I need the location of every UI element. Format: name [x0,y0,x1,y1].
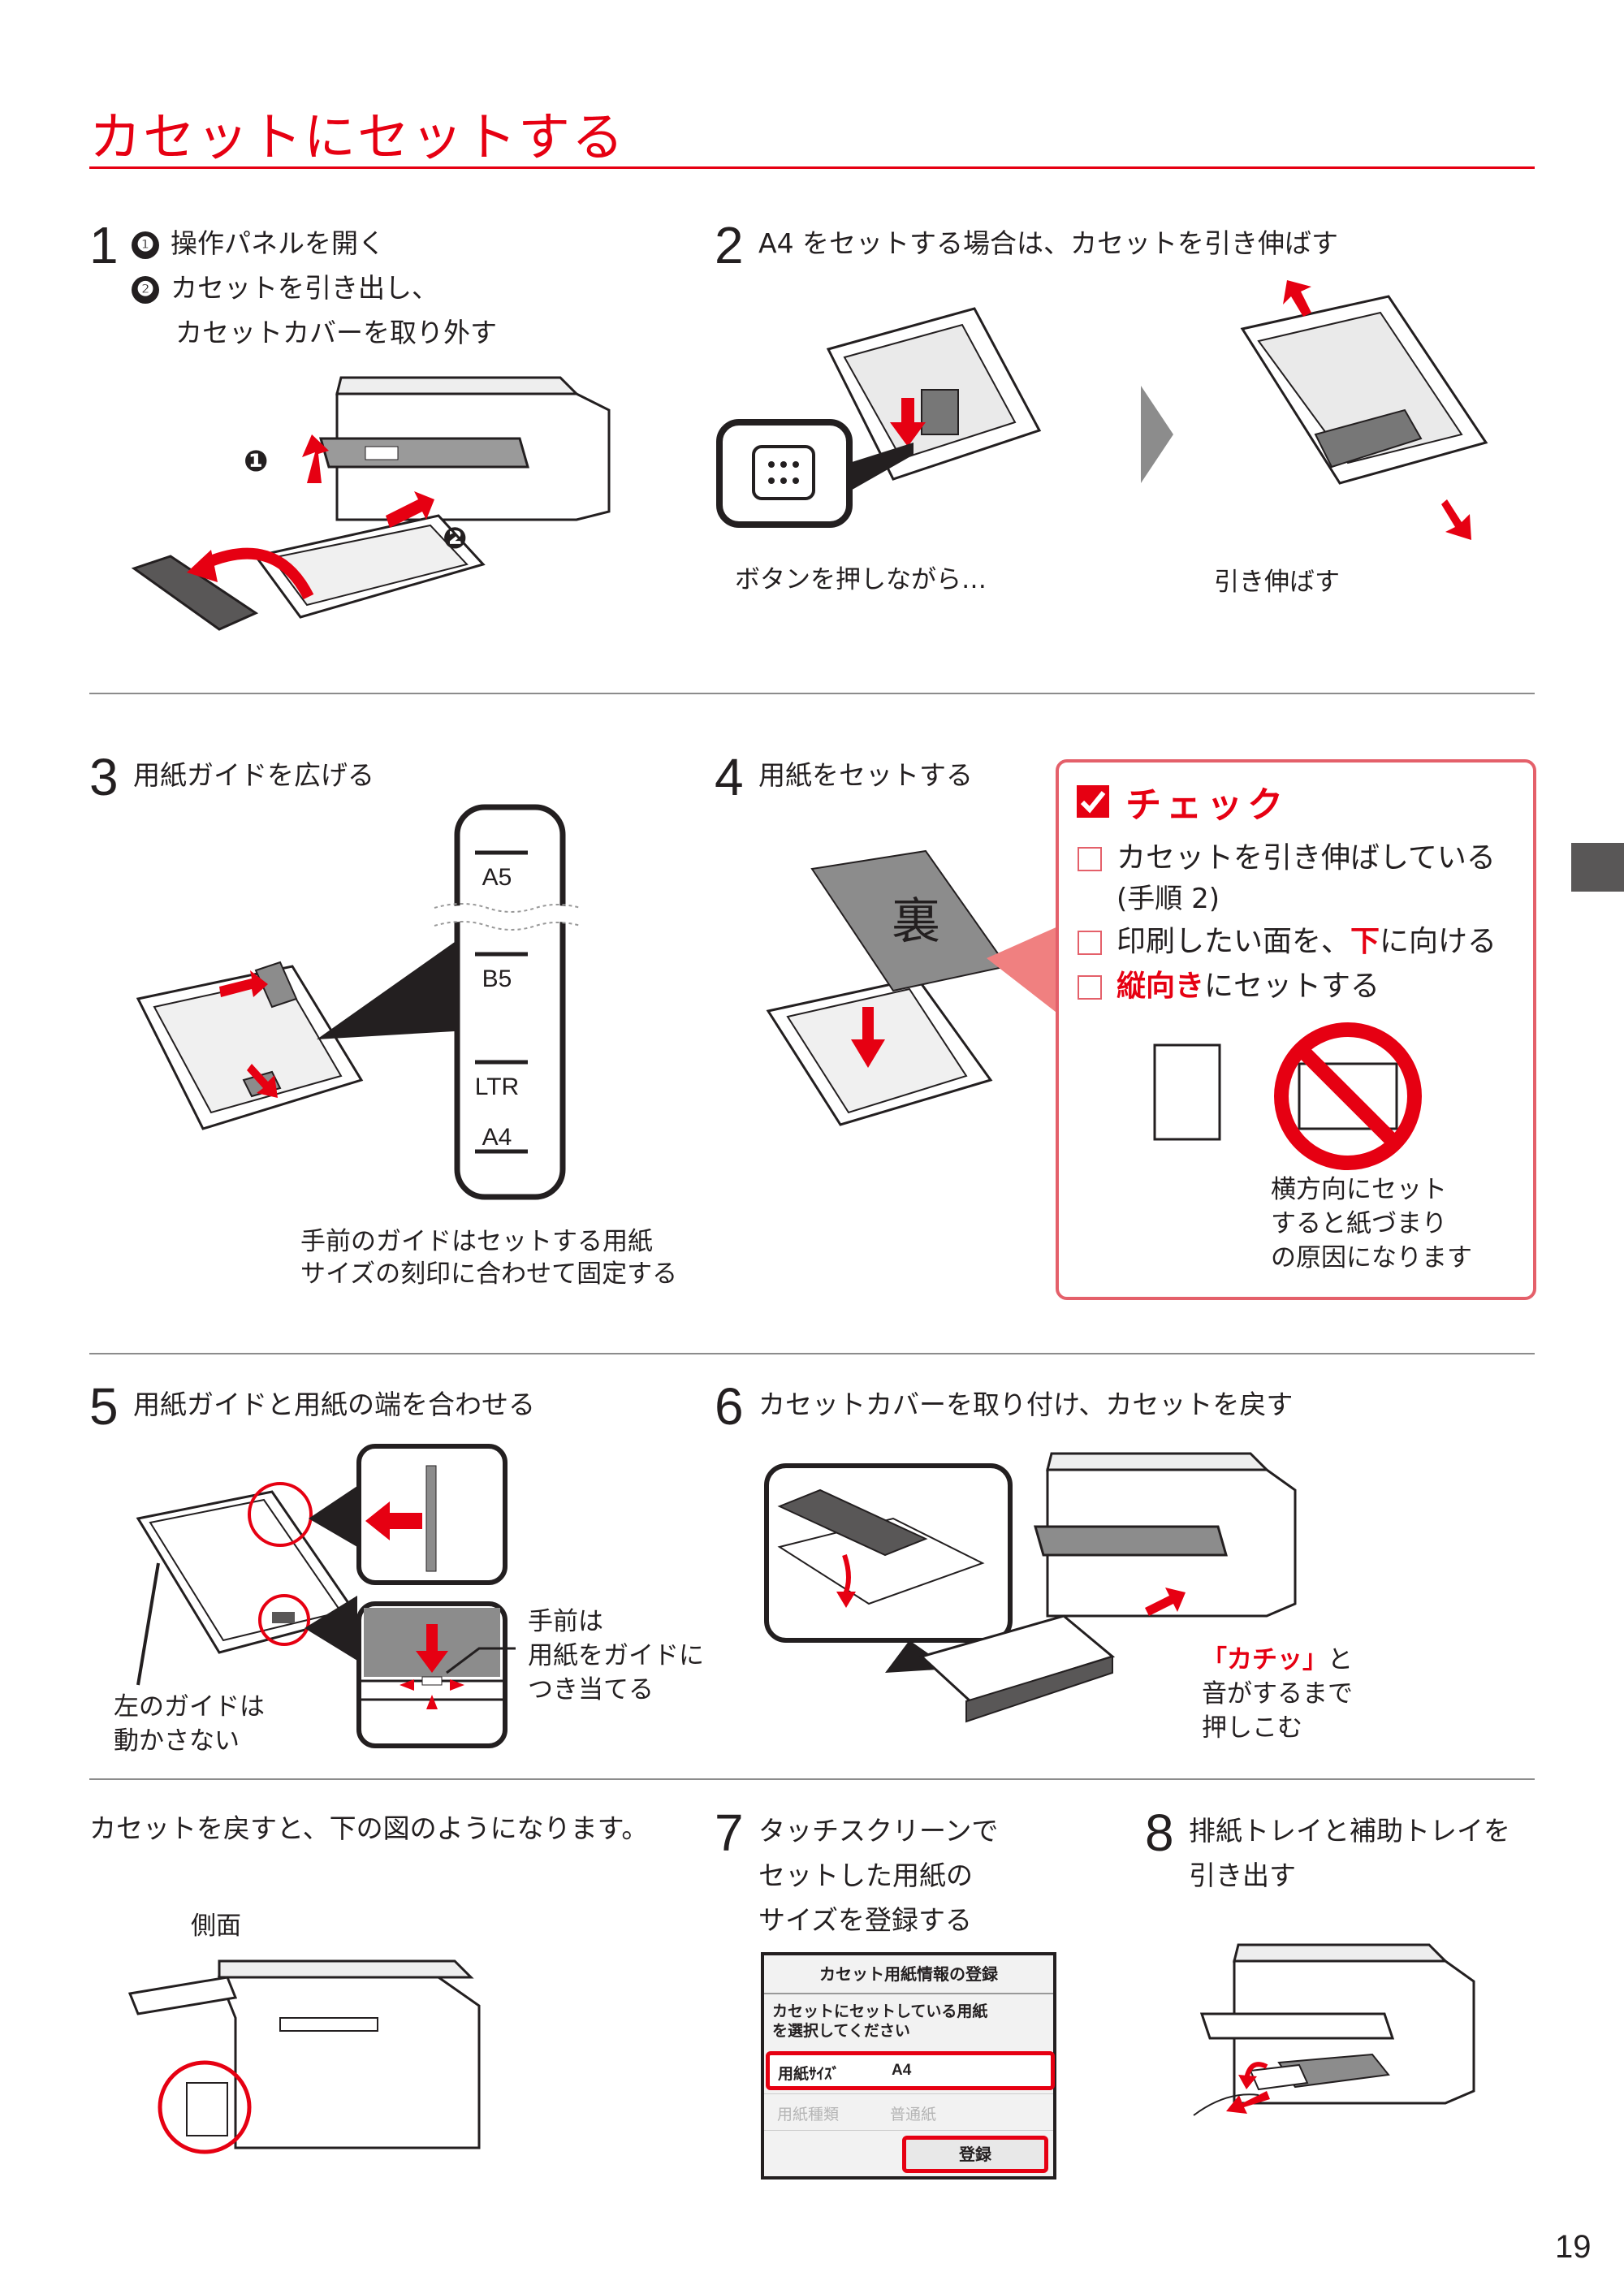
check-title: チェック [1125,784,1289,826]
paper-size-row[interactable]: 用紙ｻｲｽﾞ A4 [766,2051,1055,2090]
step1-line3: カセットカバーを取り外す [175,317,497,348]
checkbox-icon [1078,931,1102,955]
warn-line3: の原因になります [1271,1243,1472,1272]
step2-illustration-right [1240,280,1488,540]
fig-marker2: ❷ [443,522,467,555]
step6-note2: 音がするまで [1202,1679,1353,1709]
step2-illustration-left [716,307,1042,528]
step7-number: 7 [715,1804,744,1862]
paper-type-value: 普通紙 [890,2106,937,2123]
step7-line3: サイズを登録する [758,1904,973,1936]
screen-msg2: を選択してください [772,2022,910,2040]
section-tab [1571,843,1624,892]
step6-note3: 押しこむ [1202,1713,1302,1743]
after-text: カセットを戻すと、下の図のようになります。 [89,1812,649,1844]
check-item3: 縦向きにセットする [1078,965,1380,1009]
mark-a5: A5 [482,864,512,891]
step4-number: 4 [715,748,744,806]
step7-line1: タッチスクリーンで [758,1815,999,1847]
step1-number: 1 [89,216,119,274]
step2-caption-right: 引き伸ばす [1214,568,1340,597]
step6-note1: 「カチッ」と [1202,1645,1353,1674]
step8-line2: 引き出す [1189,1860,1296,1891]
mark-ltr: LTR [475,1074,519,1100]
step5-illustration [136,1444,516,1748]
divider-3 [89,1778,1535,1780]
step1-marker2: ❷ [132,275,159,304]
step3-text: 用紙ガイドを広げる [133,759,374,791]
step3-number: 3 [89,748,119,806]
step2-number: 2 [715,216,744,274]
paper-type-row[interactable]: 用紙種類 普通紙 [764,2093,1053,2131]
paper-size-label: 用紙ｻｲｽﾞ [778,2065,840,2083]
touchscreen: カセット用紙情報の登録 カセットにセットしている用紙 を選択してください 用紙ｻ… [761,1952,1056,2180]
side-view-illustration [127,1959,481,2154]
screen-header: カセット用紙情報の登録 [764,1955,1053,1994]
warn-line1: 横方向にセット [1271,1175,1447,1204]
step1-illustration: ❶ ❷ [131,376,611,631]
step8-number: 8 [1145,1804,1174,1862]
step2-text: A4 をセットする場合は、カセットを引き伸ばす [758,227,1339,259]
register-button[interactable]: 登録 [902,2136,1048,2173]
paper-type-label: 用紙種類 [777,2106,840,2123]
step6-text: カセットカバーを取り付け、カセットを戻す [758,1389,1294,1420]
no-landscape-icon [1274,1022,1422,1170]
divider-1 [89,693,1535,694]
step5-left1: 左のガイドは [114,1692,265,1722]
checkbox-icon [1078,847,1102,871]
divider-2 [89,1353,1535,1354]
page-title: カセットにセットする [89,108,625,168]
step3-illustration: A5 B5 LTR A4 [136,804,581,1200]
mark-b5: B5 [482,966,512,992]
step6-illustration [764,1452,1297,1723]
step8-line1: 排紙トレイと補助トレイを [1189,1815,1510,1847]
step5-left2: 動かさない [114,1726,240,1756]
title-rule [89,166,1535,169]
step5-text: 用紙ガイドと用紙の端を合わせる [133,1389,535,1420]
step1-marker1: ❶ [132,231,159,259]
check-panel [1056,759,1536,1300]
step5-right2: 用紙をガイドに [528,1641,704,1670]
step4-illustration: 裏 [766,849,1060,1126]
check-item2: 印刷したい面を、下に向ける [1078,920,1497,964]
step5-right3: つき当てる [528,1675,654,1704]
page-number: 19 [1555,2229,1592,2265]
side-label: 側面 [191,1912,241,1941]
fig-marker1: ❶ [244,445,268,478]
check-item1: カセットを引き伸ばしている [1078,836,1496,880]
check-header: チェック [1076,775,1288,827]
step5-number: 5 [89,1377,119,1436]
step3-caption1: 手前のガイドはセットする用紙 [300,1227,653,1256]
checkbox-icon [1078,975,1102,1000]
warn-line2: すると紙づまり [1271,1209,1447,1238]
step5-right1: 手前は [528,1607,603,1636]
screen-msg1: カセットにセットしている用紙 [772,2002,988,2020]
mark-a4: A4 [482,1124,512,1151]
checkmark-icon [1077,785,1109,818]
step3-caption2: サイズの刻印に合わせて固定する [300,1259,678,1289]
paper-back-label: 裏 [892,893,940,950]
step6-number: 6 [715,1377,744,1436]
step8-illustration [1193,1943,1475,2116]
portrait-paper-icon [1153,1043,1221,1141]
paper-size-value: A4 [892,2062,912,2079]
step2-arrow [1141,386,1173,483]
step4-text: 用紙をセットする [758,759,973,791]
check-item1-sub: (手順 2) [1116,883,1220,915]
step7-line2: セットした用紙の [758,1860,973,1891]
step2-caption-left: ボタンを押しながら… [735,565,987,594]
